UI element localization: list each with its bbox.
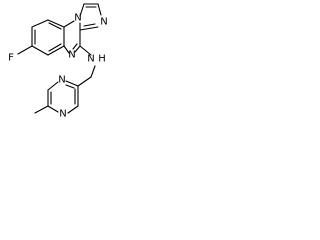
bond — [63, 20, 75, 28]
n-quinoxaline-label: N — [68, 50, 75, 61]
n-pyrazine-bottom-label: N — [59, 109, 66, 120]
bond-double-inner — [72, 43, 78, 50]
bond-double-inner — [65, 84, 75, 89]
bond — [79, 3, 85, 17]
bond — [97, 3, 102, 16]
bond — [47, 105, 59, 113]
bond — [31, 45, 49, 56]
n-ring-junction-label: N — [74, 13, 81, 24]
bond — [79, 45, 92, 56]
n-pyrazine-top-label: N — [58, 75, 65, 86]
n-imidazole-label: N — [100, 17, 107, 28]
fluorine-label: F — [8, 53, 14, 64]
bond — [90, 65, 96, 78]
structure-drawing: F N N N N H N N — [8, 3, 108, 120]
bonds — [17, 3, 102, 114]
bond-double-inner — [83, 23, 96, 27]
bond — [47, 19, 65, 28]
bond — [47, 45, 65, 56]
bond-double-inner — [48, 43, 62, 52]
bond — [74, 45, 81, 53]
bond — [65, 80, 79, 87]
bond — [34, 105, 49, 114]
bond-double-inner — [48, 22, 62, 30]
atom-labels: F N N N N H N N — [8, 13, 108, 120]
bond — [63, 45, 70, 54]
bond — [17, 45, 33, 55]
n-amine-label: N — [87, 54, 94, 65]
bond — [77, 76, 92, 87]
bond — [47, 81, 59, 91]
molecule-diagram: F N N N N H N N — [0, 0, 123, 124]
bond — [79, 26, 99, 31]
bond — [67, 105, 79, 114]
n-amine-hydrogen-label: H — [98, 54, 106, 65]
bond — [31, 19, 49, 28]
